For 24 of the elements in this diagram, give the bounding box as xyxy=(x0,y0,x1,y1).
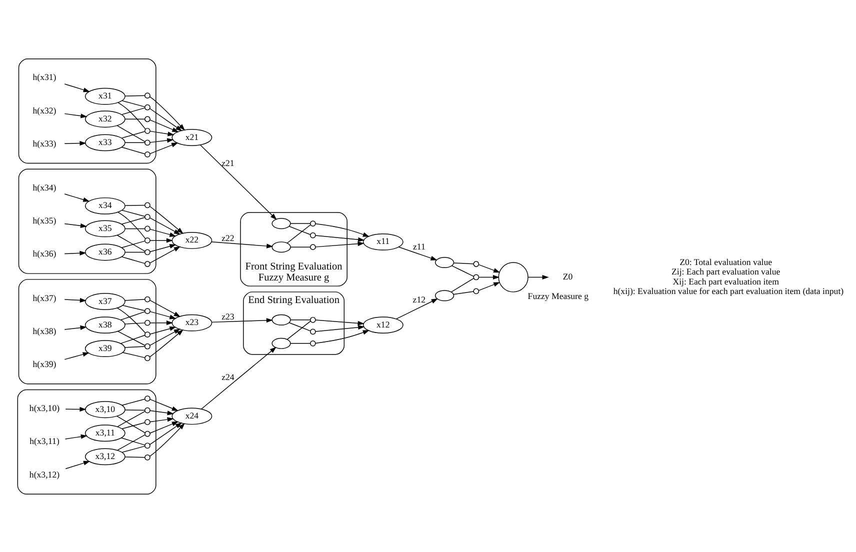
node-text: h(x3,11) xyxy=(30,436,60,446)
node-text: h(x34) xyxy=(32,182,56,192)
node-text: h(x35) xyxy=(32,215,56,226)
node-text: h(x37) xyxy=(32,292,56,302)
edge-label: z22 xyxy=(222,232,234,242)
node-text: Z0 xyxy=(562,271,573,282)
label: Zij: Each part evaluation value xyxy=(672,266,780,276)
edge-label: z23 xyxy=(222,311,234,322)
edge-label: z24 xyxy=(222,371,234,382)
node-text: h(x38) xyxy=(32,325,56,336)
label: h(xij): Evaluation value for each part evaluation item (data input) xyxy=(613,285,844,296)
label: Z0: Total evaluation value xyxy=(680,256,772,267)
node-text: h(x31) xyxy=(32,72,56,82)
node-text: h(x33) xyxy=(32,138,56,148)
node-label: Fuzzy Measure g xyxy=(528,290,589,301)
label: Xij: Each part evaluation item xyxy=(672,276,779,286)
node-text: h(x32) xyxy=(32,104,56,115)
edge-label: z21 xyxy=(222,157,234,168)
node-text: h(x3,10) xyxy=(29,402,60,413)
edge-label: z12 xyxy=(412,294,426,304)
node-text: h(x36) xyxy=(32,248,56,258)
node-text: h(x39) xyxy=(32,358,56,369)
edge-label: z11 xyxy=(412,241,426,252)
node-text: h(x3,12) xyxy=(29,468,60,479)
